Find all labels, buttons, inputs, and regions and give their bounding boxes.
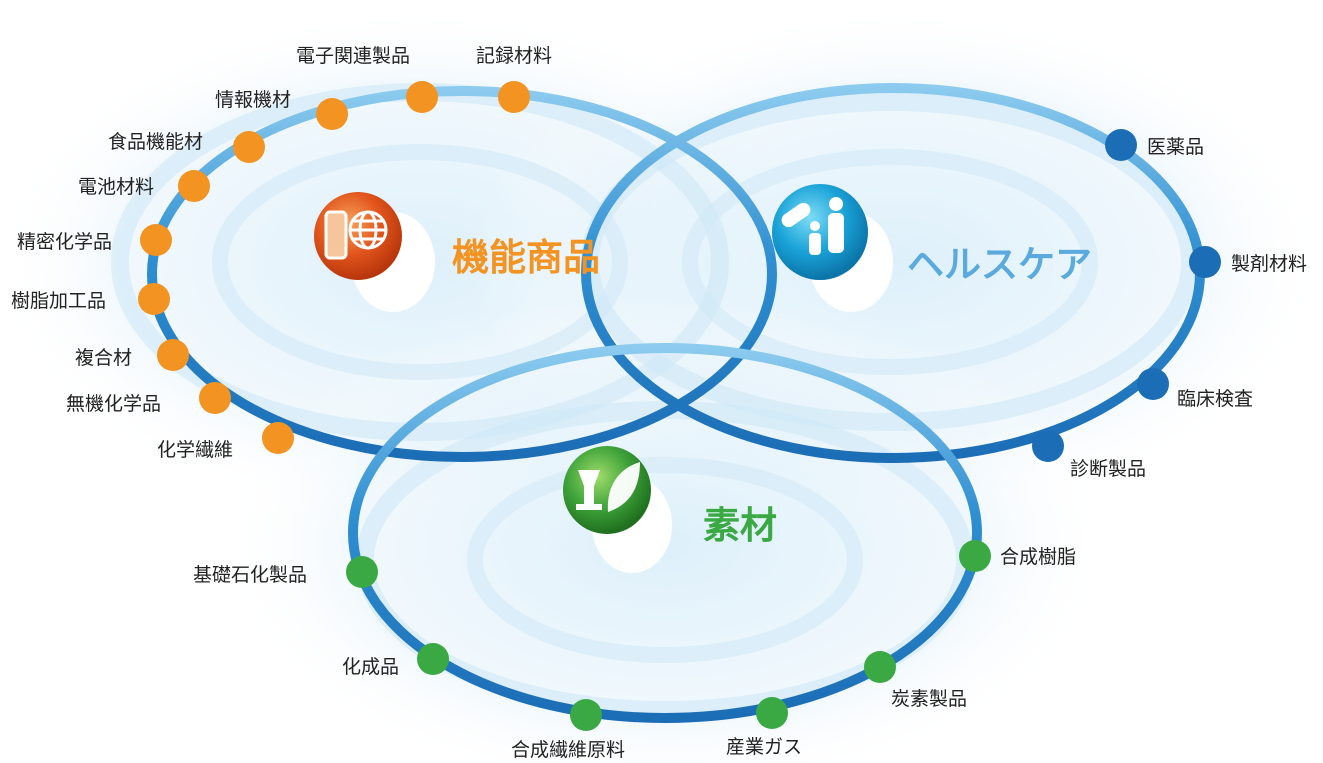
item-dot	[178, 170, 210, 202]
healthcare-segment-title: ヘルスケア	[907, 243, 1092, 286]
healthcare-items: 医薬品 製剤材料 臨床検査 診断製品	[1032, 129, 1307, 480]
item-dot	[417, 643, 449, 675]
item-label-food: 食品機能材	[108, 131, 203, 153]
functional-products-ring	[147, 86, 777, 462]
item-label-battery: 電池材料	[78, 176, 154, 198]
item-dot	[498, 81, 530, 113]
item-label-clinical: 臨床検査	[1177, 388, 1253, 410]
flask-and-leaf-icon	[576, 462, 640, 512]
materials-segment-title: 素材	[703, 504, 777, 547]
materials-ring	[348, 343, 982, 723]
materials-items: 合成樹脂 基礎石化製品 化成品 炭素製品 合成繊維原料 産業ガス	[193, 540, 1076, 761]
item-label-resin-proc: 樹脂加工品	[11, 290, 106, 312]
item-dot	[262, 422, 294, 454]
item-label-fine-chem: 精密化学品	[17, 231, 112, 253]
item-dot	[140, 224, 172, 256]
item-label-recording: 記録材料	[476, 45, 552, 67]
item-label-inorganic: 無機化学品	[66, 393, 161, 415]
item-dot	[157, 339, 189, 371]
functional-segment-title: 機能商品	[452, 236, 600, 279]
healthcare-segment-icon	[772, 184, 893, 312]
item-dot	[1105, 129, 1137, 161]
item-dot	[199, 382, 231, 414]
roll-and-globe-icon	[324, 210, 388, 260]
item-label-formulation: 製剤材料	[1231, 253, 1307, 275]
background-haze	[0, 7, 1323, 763]
item-dot	[233, 131, 265, 163]
item-label-composite: 複合材	[75, 347, 132, 369]
item-label-info: 情報機材	[215, 89, 291, 111]
item-label-synthetic-resin: 合成樹脂	[1000, 546, 1076, 568]
item-dot	[864, 651, 896, 683]
pill-and-family-icon	[781, 197, 844, 255]
functional-products-items: 電子関連製品 記録材料 情報機材 食品機能材 電池材料 精密化学品 樹脂加工品 …	[11, 45, 552, 461]
item-dot	[406, 81, 438, 113]
item-dot	[959, 540, 991, 572]
item-dot	[1137, 368, 1169, 400]
item-dot	[346, 556, 378, 588]
item-label-industrial-gas: 産業ガス	[726, 736, 802, 758]
item-label-fiber: 化学繊維	[157, 439, 233, 461]
item-dot	[138, 283, 170, 315]
materials-segment-icon	[563, 446, 672, 573]
item-dot	[570, 699, 602, 731]
item-label-chemicals: 化成品	[342, 656, 399, 678]
item-label-carbon: 炭素製品	[891, 688, 967, 710]
item-dot	[316, 98, 348, 130]
item-label-electronics: 電子関連製品	[296, 45, 410, 67]
item-label-pharma: 医薬品	[1147, 136, 1204, 158]
item-label-basic-petrochem: 基礎石化製品	[193, 564, 307, 586]
item-label-diagnostic: 診断製品	[1070, 458, 1146, 480]
item-dot	[1189, 246, 1221, 278]
item-label-fiber-raw: 合成繊維原料	[511, 739, 625, 761]
item-dot	[1032, 430, 1064, 462]
functional-segment-icon	[314, 192, 435, 312]
item-dot	[756, 697, 788, 729]
